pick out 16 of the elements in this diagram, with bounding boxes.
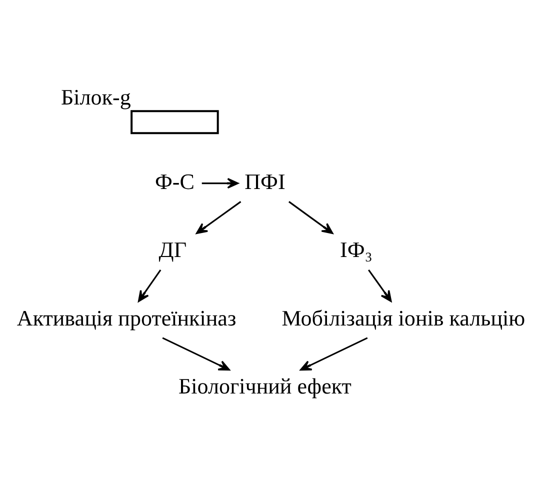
- node-box: [130, 110, 219, 134]
- node-text: ПФІ: [244, 168, 286, 194]
- node-text: Активація протеїнкіназ: [16, 305, 236, 330]
- arrow: [202, 178, 239, 189]
- node-text: Ф-С: [154, 168, 194, 194]
- arrow: [300, 337, 368, 371]
- arrow: [368, 269, 392, 302]
- node-text: Мобілізація іонів кальцію: [282, 305, 526, 330]
- arrow: [162, 337, 230, 371]
- arrow: [288, 201, 334, 234]
- node-text: ДГ: [158, 237, 187, 262]
- arrow: [138, 269, 162, 302]
- node-text: Біологічний ефект: [178, 374, 352, 399]
- node-label: Білок-g: [61, 84, 131, 110]
- node-text: IФ₃: [340, 237, 372, 262]
- arrow: [196, 201, 242, 234]
